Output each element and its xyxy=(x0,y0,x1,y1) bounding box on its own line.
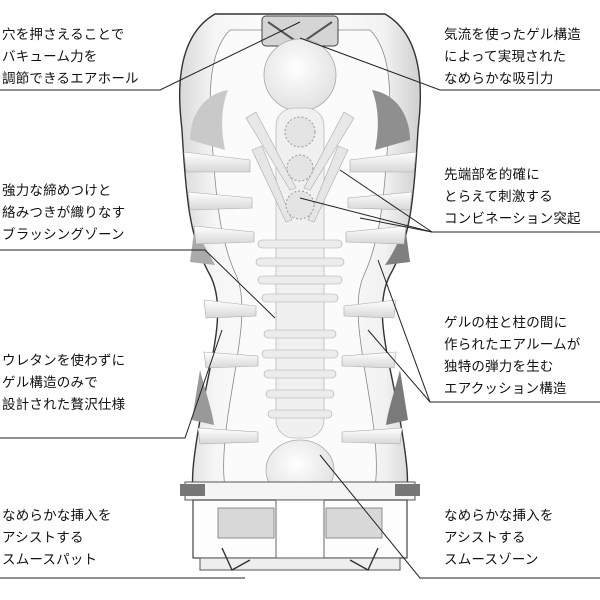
callout-gel-structure: ウレタンを使わずに ゲル構造のみで 設計された贅沢仕様 xyxy=(2,353,126,413)
smooth-pad-left xyxy=(217,507,275,539)
callout-air-cushion: ゲルの柱と柱の間に 作られたエアルームが 独特の弾力を生む エアクッション構造 xyxy=(444,315,581,397)
callout-smooth-pad: なめらかな挿入を アシストする スムースパット xyxy=(2,508,112,568)
callout-suction: 気流を使ったゲル構造 によって実現された なめらかな吸引力 xyxy=(444,27,581,87)
smooth-pad-right xyxy=(325,507,383,539)
callout-brushing-zone: 強力な締めつけと 絡みつきが織りなす ブラッシングゾーン xyxy=(2,183,126,243)
callout-smooth-zone: なめらかな挿入を アシストする スムースゾーン xyxy=(444,508,554,568)
callout-air-hole: 穴を押さえることで バキューム力を 調節できるエアホール xyxy=(2,27,139,87)
callout-tip-combination: 先端部を的確に とらえて刺激する コンビネーション突起 xyxy=(444,167,581,227)
base-assembly xyxy=(180,481,420,571)
top-bulb xyxy=(263,38,337,112)
